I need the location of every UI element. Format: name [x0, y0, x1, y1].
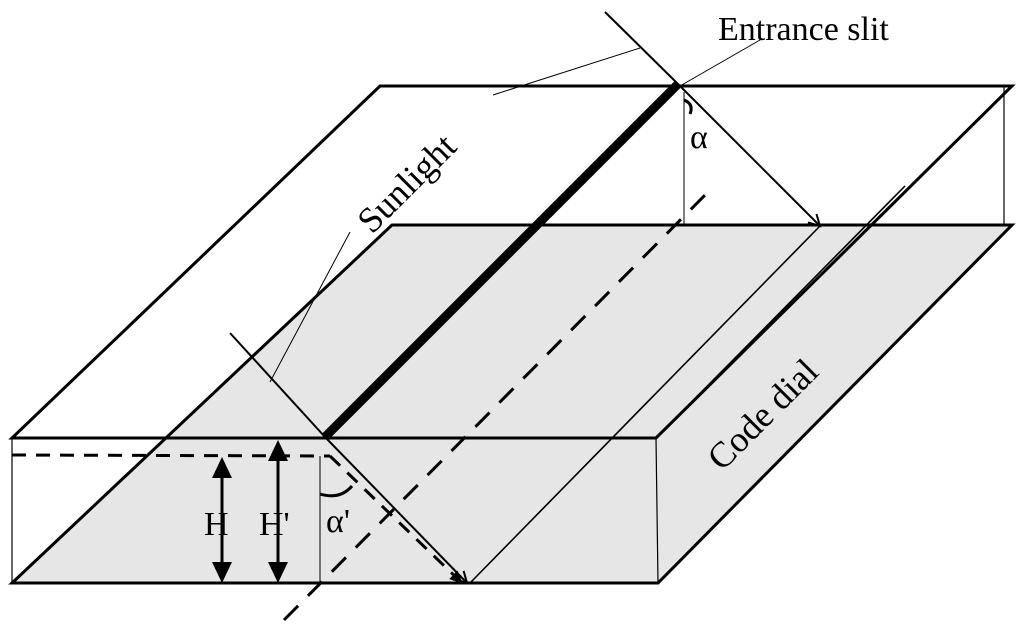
h-prime-arrow-bottom-head	[268, 562, 288, 583]
top-diagonal-right	[655, 185, 906, 439]
sunlight-ray-front	[229, 332, 326, 438]
angle-alpha-arc	[683, 98, 693, 115]
label-h-prime: H'	[259, 506, 290, 543]
entrance-slit-leader	[679, 39, 761, 87]
h-arrow-bottom-head	[212, 562, 232, 583]
h-prime-arrow-top-head	[268, 440, 288, 461]
sunlight-leader-back	[492, 47, 641, 96]
h-arrow-top-head	[212, 457, 232, 478]
sunlight-ray-back-refracted	[677, 83, 820, 226]
light-spot-line	[469, 225, 821, 584]
label-alpha-prime: α'	[326, 503, 350, 540]
label-h: H	[204, 506, 229, 543]
sunlight-leader-front	[269, 231, 351, 383]
box-edge-front-right	[655, 437, 659, 584]
refracted-ray-dashed	[328, 454, 464, 585]
entrance-slit	[321, 80, 682, 441]
code-dial-plane	[8, 223, 1016, 585]
sunlight-ray-back	[604, 11, 679, 85]
label-sunlight: Sunlight	[349, 126, 464, 241]
sunlight-ray-front-refracted	[324, 436, 467, 583]
label-alpha: α	[690, 119, 708, 156]
label-entrance-slit: Entrance slit	[718, 11, 889, 48]
angle-alpha-prime-arc	[319, 484, 354, 498]
mask-top-plane	[8, 84, 1016, 440]
